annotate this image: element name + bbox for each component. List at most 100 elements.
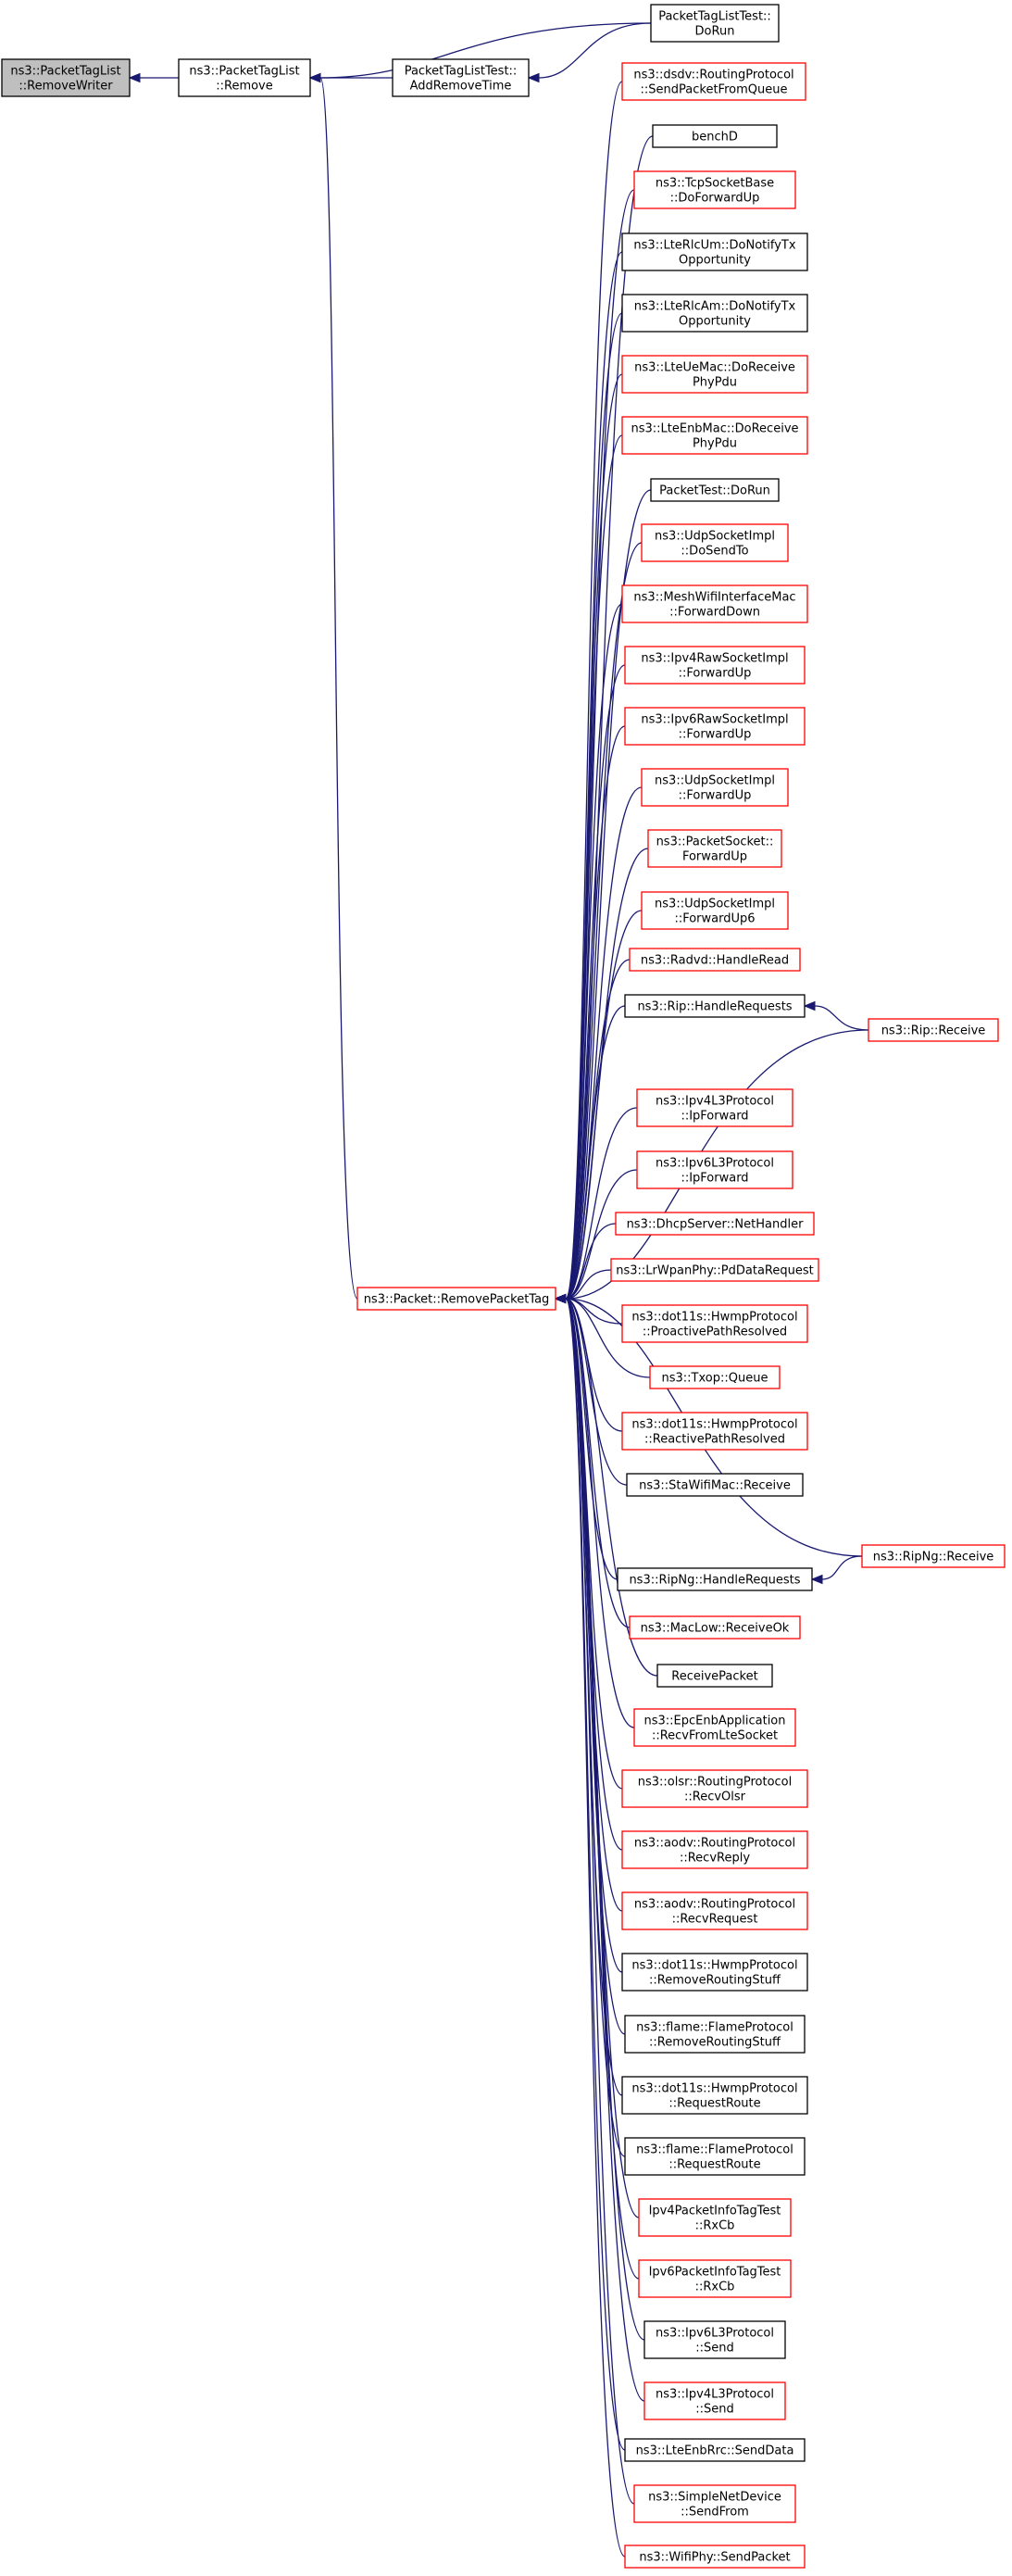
node-n1[interactable]: ns3::dsdv::RoutingProtocol::SendPacketFr… [621,62,806,101]
node-label: ns3::dsdv::RoutingProtocol [633,69,793,82]
arrowhead [308,72,321,83]
node-box [861,1544,1006,1568]
node-n8[interactable]: PacketTest::DoRun [650,478,780,502]
node-n15[interactable]: ns3::UdpSocketImpl::ForwardUp6 [641,891,789,930]
node-n16[interactable]: ns3::Radvd::HandleRead [629,948,801,972]
node-label: ::DoForwardUp [670,192,760,206]
edge-line [565,1298,635,2505]
node-box [624,646,806,685]
node-n22[interactable]: ns3::dot11s::HwmpProtocol::ProactivePath… [621,1304,808,1343]
node-ripng-receive[interactable]: ns3::RipNg::Receive [861,1544,1006,1568]
node-label: ns3::Ipv4L3Protocol [656,1095,774,1109]
node-n35[interactable]: ns3::dot11s::HwmpProtocol::RequestRoute [621,2076,808,2115]
node-remove[interactable]: ns3::PacketTagList::Remove [178,58,311,97]
node-label: ::RemoveRoutingStuff [649,1974,781,1988]
node-n23[interactable]: ns3::Txop::Queue [649,1365,781,1389]
node-box [624,2137,806,2176]
node-box [617,1567,813,1591]
node-box [624,994,806,1018]
node-box [356,1287,556,1311]
edges-layer [128,22,869,2557]
arrowhead [527,72,540,83]
edge-line [565,489,652,1300]
node-label: ns3::UdpSocketImpl [655,774,775,788]
node-n18[interactable]: ns3::Ipv4L3Protocol::IpForward [636,1088,793,1127]
node-n36[interactable]: ns3::flame::FlameProtocol::RequestRoute [624,2137,806,2176]
node-label: ::RequestRoute [668,2158,760,2172]
node-box [650,478,780,502]
node-n13[interactable]: ns3::UdpSocketImpl::ForwardUp [641,768,789,807]
node-label: ns3::Ipv6L3Protocol [656,1157,774,1171]
node-label: PacketTest::DoRun [659,484,770,498]
node-n42[interactable]: ns3::SimpleNetDevice::SendFrom [633,2484,796,2523]
edge-line [565,1298,651,1378]
node-n24[interactable]: ns3::dot11s::HwmpProtocol::ReactivePathR… [621,1412,808,1451]
node-n19[interactable]: ns3::Ipv6L3Protocol::IpForward [636,1150,793,1189]
node-label: ns3::SimpleNetDevice [648,2491,781,2505]
node-label: ::RecvFromLteSocket [652,1729,778,1743]
node-label: ::ForwardUp [679,789,752,803]
node-n14[interactable]: ns3::PacketSocket::ForwardUp [647,829,782,868]
node-n12[interactable]: ns3::Ipv6RawSocketImpl::ForwardUp [624,707,806,746]
node-n29[interactable]: ns3::EpcEnbApplication::RecvFromLteSocke… [633,1708,796,1747]
node-rip-receive[interactable]: ns3::Rip::Receive [868,1018,999,1042]
arrowhead [803,1000,816,1012]
node-n27[interactable]: ns3::MacLow::ReceiveOk [629,1615,801,1640]
call-edge [810,1555,863,1585]
node-label: ::RemoveWriter [19,80,113,94]
node-label: ns3::Rip::Receive [881,1024,986,1038]
node-n33[interactable]: ns3::dot11s::HwmpProtocol::RemoveRouting… [621,1953,808,1992]
node-ptl-dorun[interactable]: PacketTagListTest::DoRun [650,4,780,43]
node-n11[interactable]: ns3::Ipv4RawSocketImpl::ForwardUp [624,646,806,685]
node-box [649,1365,781,1389]
node-n40[interactable]: ns3::Ipv4L3Protocol::Send [643,2381,786,2420]
call-edge [128,72,179,83]
node-n9[interactable]: ns3::UdpSocketImpl::DoSendTo [641,523,789,562]
node-label: ns3::Radvd::HandleRead [641,954,789,968]
node-label: ns3::Ipv4L3Protocol [656,2388,774,2402]
node-n3[interactable]: ns3::TcpSocketBase::DoForwardUp [633,170,796,209]
node-n21[interactable]: ns3::LrWpanPhy::PdDataRequest [610,1258,819,1282]
node-n30[interactable]: ns3::olsr::RoutingProtocol::RecvOlsr [621,1769,808,1808]
edge-line [565,434,623,1300]
node-n41[interactable]: ns3::LteEnbRrc::SendData [624,2438,806,2462]
node-n38[interactable]: Ipv6PacketInfoTagTest::RxCb [638,2259,792,2298]
edge-line [319,77,358,1300]
edge-line [565,1223,617,1300]
node-n20[interactable]: ns3::DhcpServer::NetHandler [615,1212,815,1236]
node-label: ns3::EpcEnbApplication [644,1715,786,1728]
node-box [643,2381,786,2420]
node-removepackettag[interactable]: ns3::Packet::RemovePacketTag [356,1287,556,1311]
node-label: PhyPdu [693,437,737,451]
node-n32[interactable]: ns3::aodv::RoutingProtocol::RecvRequest [621,1891,808,1930]
node-n43[interactable]: ns3::WifiPhy::SendPacket [624,2545,806,2569]
node-label: ns3::DhcpServer::NetHandler [627,1218,805,1232]
node-n34[interactable]: ns3::flame::FlameProtocol::RemoveRouting… [624,2015,806,2054]
node-n37[interactable]: Ipv4PacketInfoTagTest::RxCb [638,2198,792,2237]
node-label: ns3::olsr::RoutingProtocol [638,1776,793,1790]
edge-line [565,1298,626,2035]
node-n2[interactable]: benchD [652,124,778,148]
node-label: ::RxCb [695,2281,735,2294]
node-label: ::ForwardUp [679,728,752,742]
node-label: ns3::dot11s::HwmpProtocol [631,1959,797,1973]
edge-line [565,1298,645,2341]
node-n25[interactable]: ns3::StaWifiMac::Receive [626,1473,804,1497]
node-n31[interactable]: ns3::aodv::RoutingProtocol::RecvReply [621,1830,808,1869]
node-label: ::RxCb [695,2219,735,2233]
node-n28[interactable]: ReceivePacket [656,1664,773,1688]
node-n39[interactable]: ns3::Ipv6L3Protocol::Send [643,2320,786,2359]
node-n26[interactable]: ns3::RipNg::HandleRequests [617,1567,813,1591]
node-addremovetime[interactable]: PacketTagListTest::AddRemoveTime [392,58,530,97]
node-label: ns3::aodv::RoutingProtocol [634,1898,795,1912]
node-label: ns3::Txop::Queue [662,1372,768,1386]
node-label: ns3::dot11s::HwmpProtocol [631,1311,797,1325]
node-label: ns3::TcpSocketBase [656,177,774,191]
node-n17[interactable]: ns3::Rip::HandleRequests [624,994,806,1018]
node-n10[interactable]: ns3::MeshWifiInterfaceMac::ForwardDown [621,584,808,623]
node-label: ::RequestRoute [668,2097,760,2111]
